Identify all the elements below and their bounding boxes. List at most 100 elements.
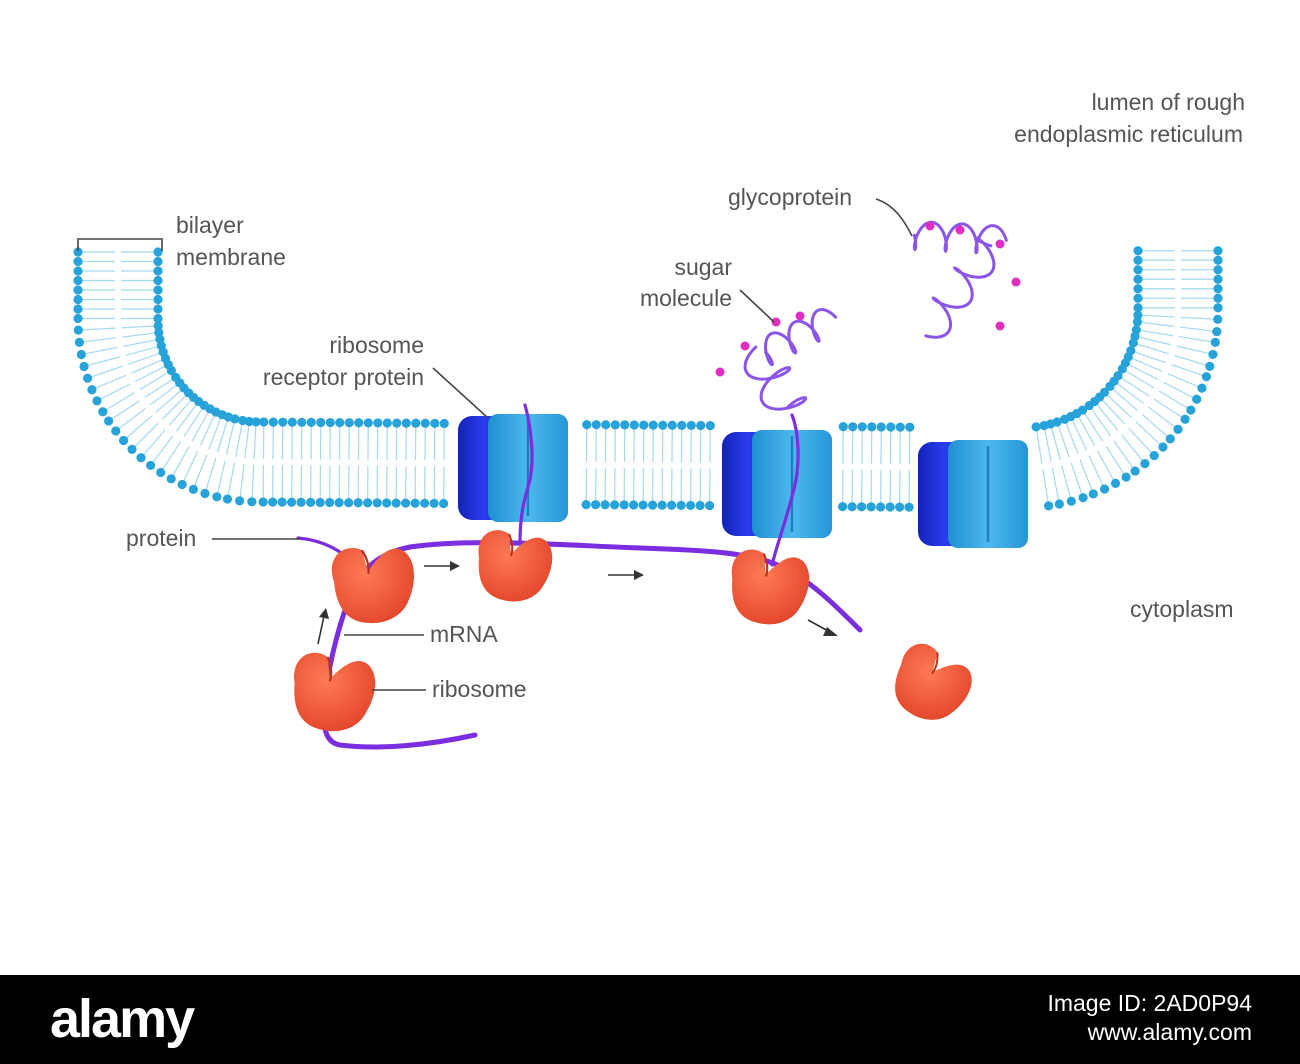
lipid-head: [1133, 265, 1143, 275]
lipid-head: [1210, 337, 1220, 347]
lipid-head: [582, 419, 592, 430]
lipid-tail: [1050, 423, 1061, 460]
lipid-tail: [216, 416, 229, 453]
lipid-tail: [244, 421, 250, 459]
lipid-tail: [149, 382, 181, 406]
lipid-head: [306, 497, 316, 507]
lipid-head: [222, 494, 233, 504]
lipid-tail: [96, 383, 131, 402]
sugar-molecule-dot: [925, 221, 935, 231]
label-receptor-line1: ribosome: [329, 332, 424, 358]
protein-coil-path: [743, 345, 808, 411]
membrane-lipid-tails: [78, 250, 1218, 508]
lipid-head: [335, 418, 345, 428]
lipid-head: [73, 266, 83, 276]
lipid-tail: [139, 370, 172, 391]
lipid-head: [676, 500, 686, 510]
lipid-head: [111, 426, 121, 436]
lipid-head: [73, 247, 83, 257]
lipid-tail: [1064, 419, 1079, 454]
sugar-molecule-dot: [740, 341, 750, 351]
lipid-tail: [1097, 450, 1117, 484]
lipid-tail: [216, 460, 226, 497]
lipid-head: [619, 500, 629, 510]
lipid-tail: [108, 400, 140, 422]
ribosome-body: [331, 548, 414, 624]
lipid-head: [344, 498, 354, 508]
lipid-head: [429, 498, 439, 508]
ribosome-cleft: [361, 549, 370, 574]
lipid-head: [1066, 496, 1076, 506]
leader-glycoprotein: [875, 198, 913, 237]
lipid-tail: [123, 338, 160, 347]
lipid-tail: [1105, 445, 1127, 478]
lipid-tail: [1128, 428, 1155, 456]
diagram: lumen of rough endoplasmic reticulum bil…: [73, 89, 1245, 750]
lipid-head: [315, 497, 325, 508]
watermark-brand-logo: alamy: [50, 989, 195, 1049]
sugar-molecule-dot: [995, 321, 1005, 331]
lipid-tail: [122, 331, 159, 338]
lipid-tail: [1167, 373, 1203, 389]
lipid-tail: [1141, 414, 1171, 440]
lipid-head: [1133, 284, 1143, 294]
lipid-head: [1130, 466, 1140, 476]
lipid-head: [638, 500, 648, 510]
lipid-head: [1165, 434, 1175, 444]
protein-chain-receptor-2: [770, 413, 800, 567]
lipid-head: [1132, 317, 1143, 327]
lipid-head: [1110, 478, 1121, 489]
lipid-head: [277, 497, 287, 507]
lipid-head: [1133, 246, 1143, 256]
lipid-head: [696, 420, 706, 431]
ribosome: [478, 530, 553, 602]
lipid-head: [1192, 394, 1202, 404]
lipid-head: [705, 420, 715, 431]
lipid-head: [296, 497, 306, 507]
label-bilayer-line2: membrane: [176, 244, 286, 270]
lipid-head: [686, 420, 696, 431]
lipid-tail: [1113, 440, 1136, 472]
lipid-tail: [1134, 335, 1172, 346]
lipid-head: [876, 422, 886, 432]
lipid-head: [677, 420, 687, 430]
lipid-tail: [160, 441, 182, 473]
lipid-head: [838, 422, 848, 432]
lipid-head: [373, 418, 383, 428]
lipid-tail: [1153, 398, 1186, 420]
lipid-head: [79, 361, 89, 372]
lipid-head: [420, 498, 430, 508]
lipid-head: [857, 502, 867, 512]
lipid-head: [334, 498, 344, 508]
lipid-tail: [1130, 350, 1166, 364]
protein-chain-through-receptor: [518, 403, 534, 544]
lipid-tail: [1088, 455, 1106, 490]
lipid-head: [230, 414, 240, 424]
lipid-tail: [1099, 396, 1126, 425]
lipid-tail: [121, 325, 159, 329]
lipid-tail: [140, 429, 166, 459]
sugar-molecule-dot: [955, 225, 965, 235]
lipid-head: [1078, 493, 1088, 503]
lipid-tail: [235, 420, 244, 457]
lipid-tail: [1094, 401, 1119, 431]
lipid-head: [610, 420, 620, 430]
lipid-head: [73, 325, 83, 335]
lipid-tail: [1133, 342, 1169, 355]
lipid-tail: [1176, 345, 1214, 356]
lipid-head: [1133, 255, 1143, 265]
label-lumen-line1: lumen of rough: [1092, 89, 1245, 115]
ribosome-body: [731, 549, 810, 625]
lipid-tail: [1135, 421, 1164, 448]
lipid-tail: [91, 374, 127, 391]
lipid-head: [1213, 293, 1223, 303]
ribosome-body: [478, 530, 553, 602]
lipid-tail: [1121, 368, 1155, 389]
lipid-head: [92, 396, 102, 406]
lipid-head: [287, 497, 297, 507]
lipid-head: [325, 497, 335, 508]
lipid-head: [430, 418, 440, 428]
lipid-head: [353, 498, 363, 508]
lipid-head: [1212, 326, 1222, 337]
label-sugar-line2: molecule: [640, 285, 732, 311]
